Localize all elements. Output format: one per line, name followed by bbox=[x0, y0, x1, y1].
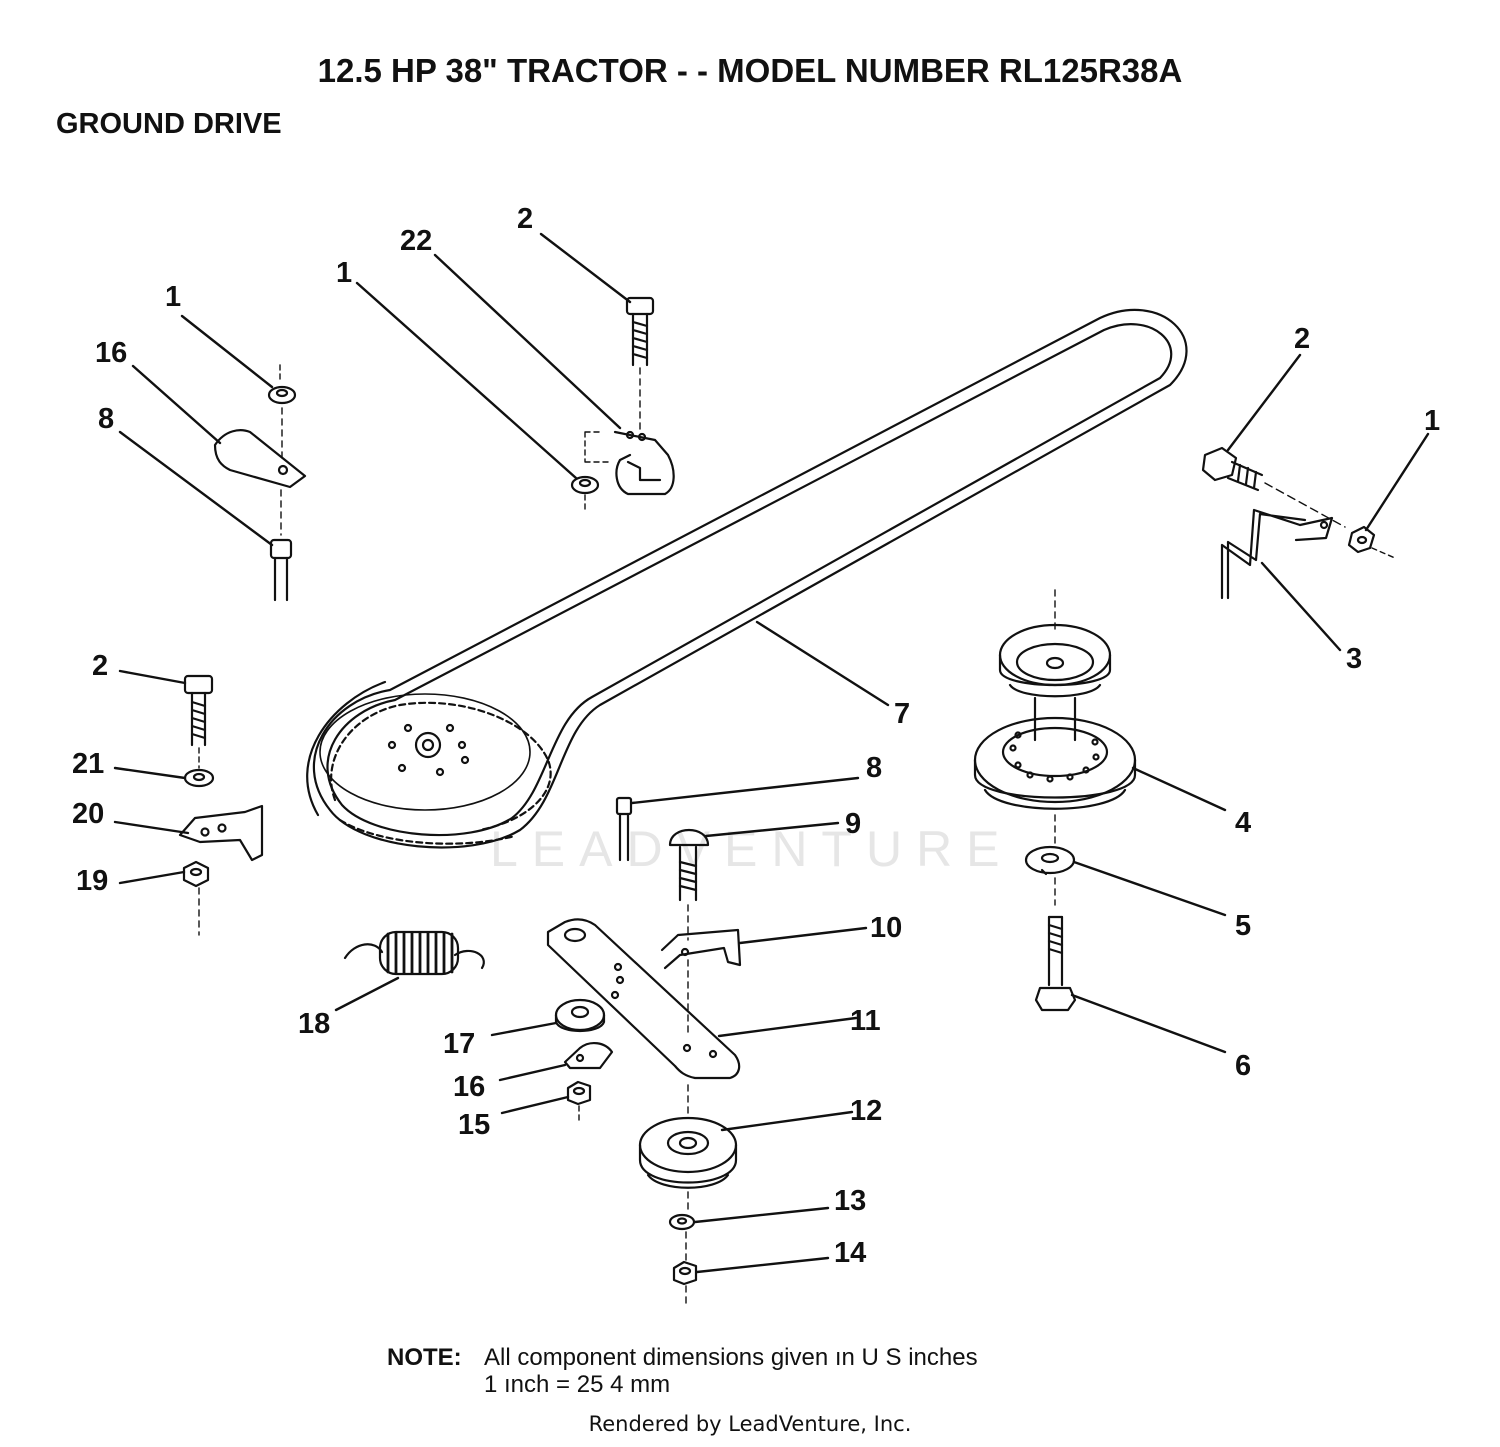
callout-9: 9 bbox=[845, 808, 861, 840]
leader-lines bbox=[113, 232, 1430, 1274]
drive-belt bbox=[306, 308, 1188, 849]
callout-4: 4 bbox=[1235, 807, 1251, 839]
callout-12: 12 bbox=[850, 1095, 882, 1127]
bracket-part-3 bbox=[1220, 508, 1334, 600]
nut-part-14 bbox=[672, 1260, 698, 1306]
note-line-1: All component dimensions given ın U S in… bbox=[484, 1344, 978, 1371]
stud-part-8 bbox=[269, 489, 293, 602]
nut-part-15 bbox=[566, 1080, 592, 1121]
dimension-note: NOTE: All component dimensions given ın U… bbox=[387, 1344, 978, 1398]
bracket-part-16-lower bbox=[563, 1042, 614, 1070]
callout-11: 11 bbox=[850, 1005, 881, 1037]
bracket-part-20 bbox=[178, 804, 264, 862]
callout-2-top: 2 bbox=[517, 203, 533, 235]
bracket-part-16 bbox=[213, 407, 307, 489]
callout-1-right: 1 bbox=[1424, 405, 1440, 437]
callout-19: 19 bbox=[76, 865, 108, 897]
section-title: GROUND DRIVE bbox=[56, 108, 282, 140]
nut-part-1-right bbox=[1347, 525, 1396, 559]
watermark: LEADVENTURE bbox=[490, 821, 1014, 877]
washer-part-13 bbox=[668, 1213, 696, 1261]
callout-6: 6 bbox=[1235, 1050, 1251, 1082]
bolt-part-6 bbox=[1034, 915, 1077, 1012]
bolt-part-2-left bbox=[183, 674, 214, 769]
idler-pulley-part-12 bbox=[638, 1084, 738, 1213]
callout-2-left: 2 bbox=[92, 650, 108, 682]
bracket-part-10 bbox=[660, 928, 742, 970]
nut-part-1-mid bbox=[570, 475, 600, 513]
page-title: 12.5 HP 38" TRACTOR - - MODEL NUMBER RL1… bbox=[317, 52, 1183, 89]
carriage-bolt-part-9 bbox=[668, 829, 710, 941]
callout-1-mid: 1 bbox=[336, 257, 352, 289]
callout-20: 20 bbox=[72, 798, 104, 830]
double-pulley-part-4 bbox=[973, 589, 1137, 846]
washer-part-21 bbox=[183, 768, 215, 788]
washer-part-17 bbox=[554, 998, 606, 1032]
callout-numbers: 1 16 8 22 1 2 2 1 3 7 4 5 6 2 21 20 19 8… bbox=[72, 203, 1440, 1269]
callout-7: 7 bbox=[894, 698, 910, 730]
nut-part-19 bbox=[182, 860, 210, 936]
footer-credit: Rendered by LeadVenture, Inc. bbox=[588, 1412, 912, 1436]
callout-14: 14 bbox=[834, 1237, 866, 1269]
callout-1: 1 bbox=[165, 281, 181, 313]
note-line-2: 1 ınch = 25 4 mm bbox=[484, 1371, 671, 1398]
callout-2-right: 2 bbox=[1294, 323, 1310, 355]
washer-part-5 bbox=[1024, 845, 1076, 906]
callout-17: 17 bbox=[443, 1028, 475, 1060]
callout-10: 10 bbox=[870, 912, 902, 944]
callout-15: 15 bbox=[458, 1109, 490, 1141]
callout-3: 3 bbox=[1346, 643, 1362, 675]
callout-18: 18 bbox=[298, 1008, 330, 1040]
spring-part-18 bbox=[343, 930, 485, 976]
nut-part-1 bbox=[267, 364, 297, 405]
bolt-part-2-right bbox=[1201, 446, 1346, 528]
stud-part-8-center bbox=[615, 796, 633, 862]
callout-21: 21 bbox=[72, 748, 104, 780]
callout-22: 22 bbox=[400, 225, 432, 257]
bracket-part-22 bbox=[584, 430, 675, 496]
callout-16-lower: 16 bbox=[453, 1071, 485, 1103]
callout-5: 5 bbox=[1235, 910, 1251, 942]
callout-16: 16 bbox=[95, 337, 127, 369]
engine-pulley bbox=[319, 693, 531, 811]
callout-8: 8 bbox=[98, 403, 114, 435]
bolt-part-2-top bbox=[625, 296, 655, 431]
idler-arm-part-11 bbox=[546, 918, 741, 1080]
note-label: NOTE: bbox=[387, 1344, 462, 1371]
callout-8-center: 8 bbox=[866, 752, 882, 784]
callout-13: 13 bbox=[834, 1185, 866, 1217]
